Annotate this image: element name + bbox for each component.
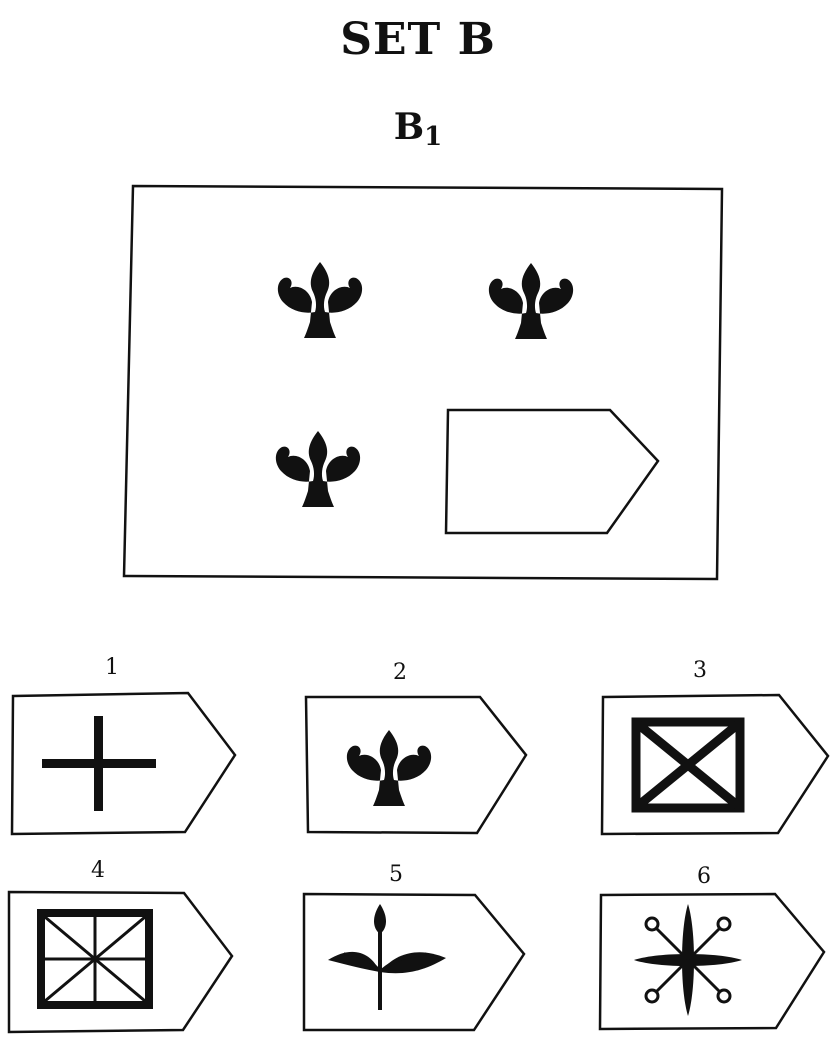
option-5[interactable] xyxy=(298,890,530,1038)
option-number-1: 1 xyxy=(105,655,119,680)
asterisk-in-box-icon xyxy=(37,909,153,1009)
problem-label-subscript: 1 xyxy=(424,122,443,152)
problem-label: B1 xyxy=(0,106,836,152)
problem-label-letter: B xyxy=(393,106,425,148)
option-number-2: 2 xyxy=(393,660,407,685)
option-3[interactable] xyxy=(597,690,833,840)
option-1[interactable] xyxy=(8,690,240,838)
problem-matrix xyxy=(122,184,724,581)
fleur-de-lis-icon xyxy=(277,262,363,338)
star-flower-icon xyxy=(634,904,742,1016)
option-card xyxy=(600,693,830,836)
option-2[interactable] xyxy=(300,693,532,841)
plus-cross-icon xyxy=(42,716,156,811)
option-number-4: 4 xyxy=(91,858,105,883)
option-card xyxy=(7,890,234,1034)
x-in-box-icon xyxy=(631,717,745,813)
option-number-3: 3 xyxy=(693,658,707,683)
missing-piece-slot[interactable] xyxy=(444,408,660,535)
set-title: SET B xyxy=(340,14,496,65)
option-number-6: 6 xyxy=(697,864,711,889)
option-6[interactable] xyxy=(596,890,832,1040)
leaf-sprig-icon xyxy=(328,904,446,1010)
option-4[interactable] xyxy=(3,888,239,1038)
fleur-de-lis-icon xyxy=(275,431,361,507)
option-number-5: 5 xyxy=(389,862,403,887)
fleur-de-lis-icon xyxy=(488,263,574,339)
matrix-frame xyxy=(122,184,724,581)
